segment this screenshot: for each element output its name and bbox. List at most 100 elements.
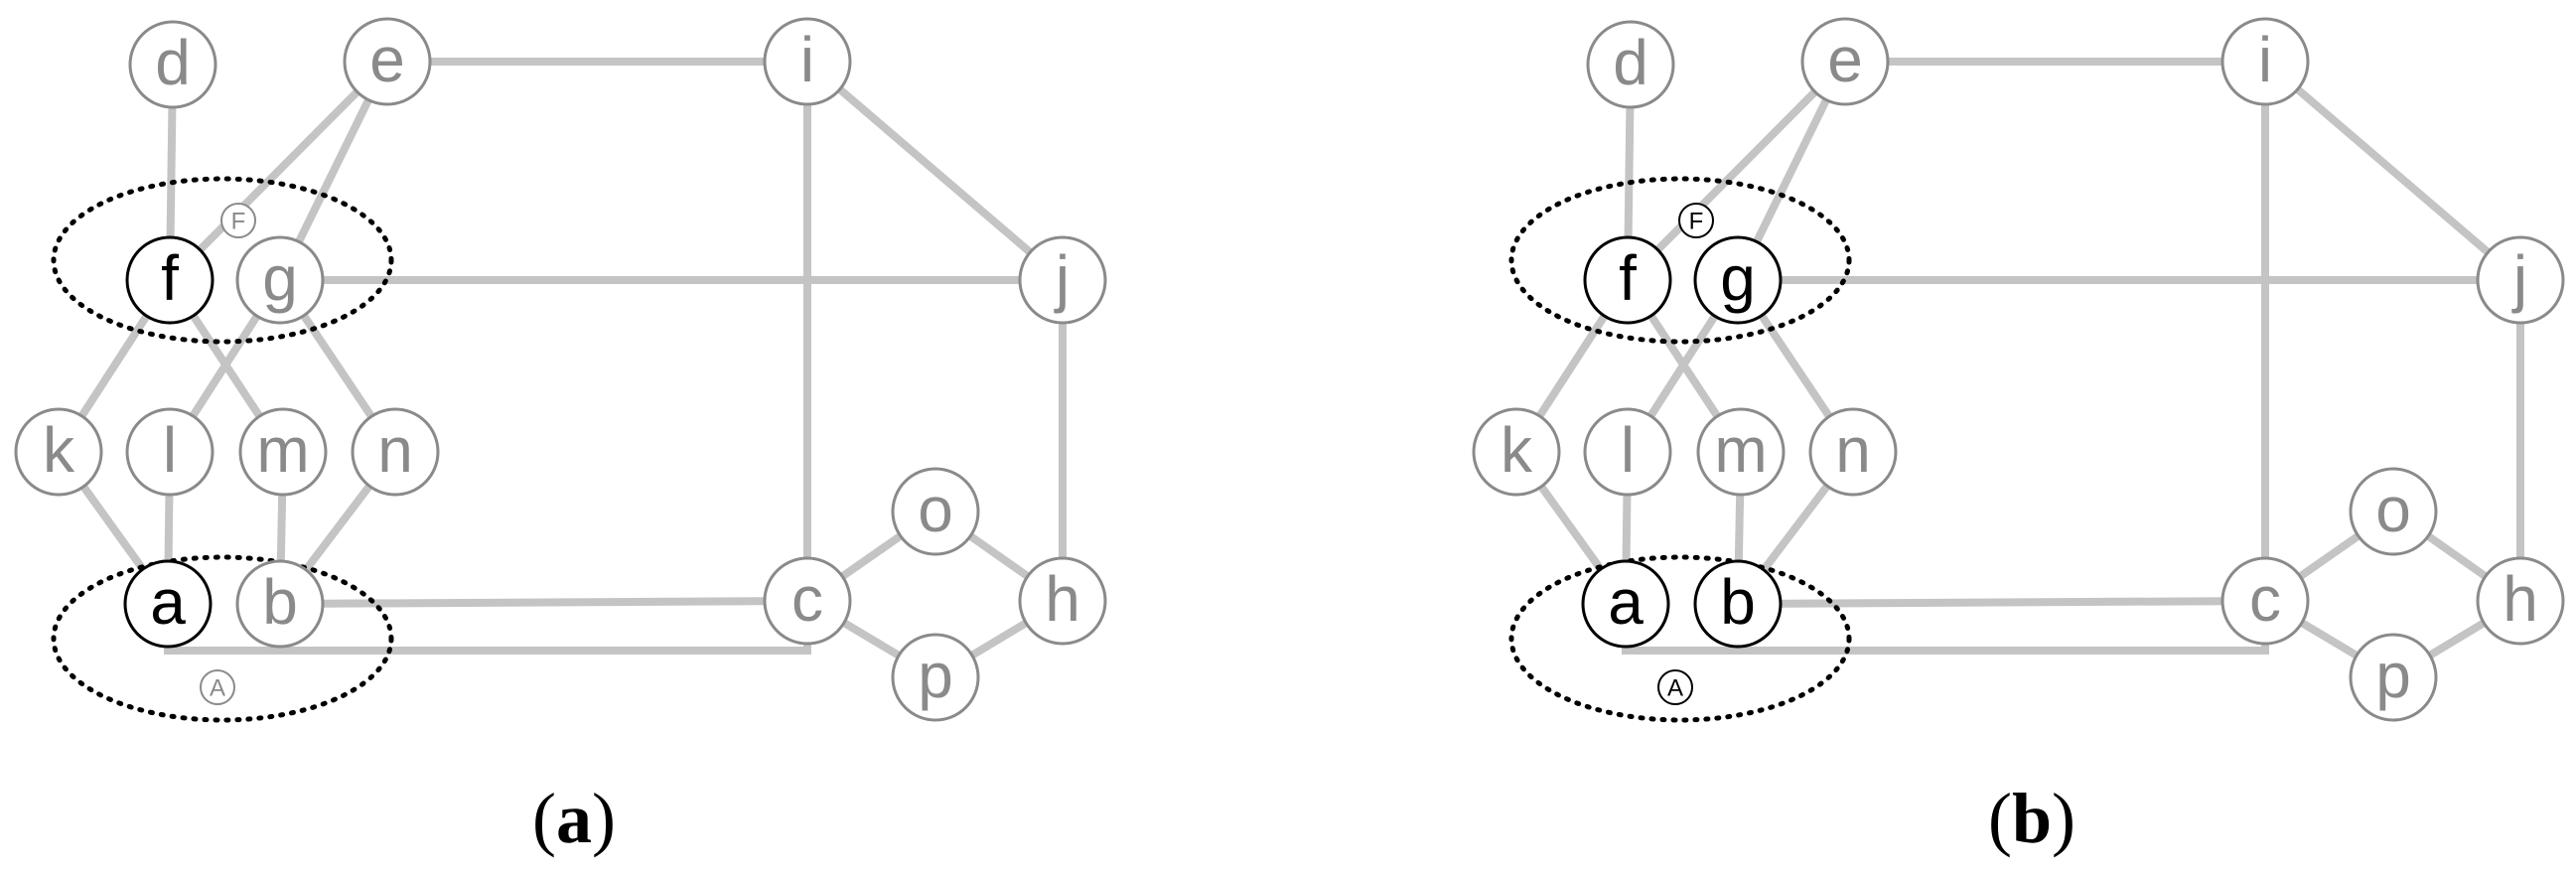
group-F-outline (51, 176, 394, 345)
node-j: j (2476, 235, 2565, 325)
node-m-circle (1696, 407, 1786, 497)
group-A-label: A (1667, 675, 1683, 702)
edge-i-j (803, 58, 1067, 284)
node-n: n (351, 407, 440, 497)
node-p: p (891, 633, 980, 722)
node-i: i (2220, 17, 2310, 106)
node-c-label: c (2249, 563, 2281, 635)
node-g: g (1693, 235, 1783, 325)
node-i-label: i (800, 24, 814, 95)
node-e-label: e (1827, 24, 1863, 95)
node-n-circle (351, 407, 440, 497)
node-l: l (125, 407, 215, 497)
node-m: m (1696, 407, 1786, 497)
group-F-mark (1678, 203, 1714, 238)
node-b-circle (235, 559, 325, 649)
caption-letter: a (556, 779, 592, 858)
node-c-circle (763, 556, 852, 646)
node-j: j (1018, 235, 1107, 325)
node-p-circle (891, 633, 980, 722)
edge-e-f (166, 58, 391, 284)
node-h: h (2476, 556, 2565, 646)
node-n-label: n (1835, 414, 1871, 486)
node-g-label: g (262, 242, 298, 314)
edge-b-c (1734, 597, 2269, 608)
node-p-label: p (2375, 640, 2411, 711)
node-k-circle (14, 407, 103, 497)
node-l-circle (125, 407, 215, 497)
node-l: l (1583, 407, 1672, 497)
group-F-mark (220, 203, 256, 238)
node-l-label: l (1621, 414, 1635, 486)
group-A-outline (51, 554, 394, 723)
caption-b: (b) (1988, 779, 2075, 858)
node-m: m (238, 407, 328, 497)
node-m-circle (238, 407, 328, 497)
node-d: d (128, 20, 217, 109)
node-f-circle (125, 235, 215, 325)
node-l-circle (1583, 407, 1672, 497)
group-layer: FA (1508, 176, 1852, 723)
caption-open: ( (532, 779, 556, 858)
node-p-label: p (918, 640, 953, 711)
node-a-circle (123, 559, 213, 649)
node-f-circle (1583, 235, 1672, 325)
node-j-label: j (1054, 242, 1070, 314)
node-b-label: b (262, 566, 298, 638)
node-o-label: o (2375, 474, 2411, 545)
group-A-mark (200, 669, 235, 705)
node-n: n (1808, 407, 1898, 497)
node-e: e (1800, 17, 1890, 106)
edge-b-c (276, 597, 811, 608)
node-i: i (763, 17, 852, 106)
group-F-outline (1508, 176, 1852, 345)
node-p: p (2349, 633, 2438, 722)
node-a: a (1581, 559, 1670, 649)
node-a-label: a (150, 566, 186, 638)
node-d: d (1586, 20, 1675, 109)
node-l-label: l (163, 414, 177, 486)
edge-layer (55, 58, 1067, 681)
node-d-label: d (155, 27, 191, 98)
node-e-circle (343, 17, 432, 106)
edge-a-c (1622, 641, 2269, 655)
node-f-label: f (161, 242, 179, 314)
node-d-circle (128, 20, 217, 109)
caption-open: ( (1988, 779, 2012, 858)
node-e: e (343, 17, 432, 106)
node-b: b (1693, 559, 1783, 649)
edge-e-f (1624, 58, 1849, 284)
node-k: k (14, 407, 103, 497)
group-F-label: F (231, 209, 246, 235)
node-n-label: n (377, 414, 413, 486)
node-j-circle (2476, 235, 2565, 325)
node-j-label: j (2511, 242, 2527, 314)
node-f: f (1583, 235, 1672, 325)
node-g-label: g (1720, 242, 1756, 314)
edge-a-c (164, 641, 811, 655)
node-m-label: m (256, 414, 309, 486)
group-A-outline (1508, 554, 1852, 723)
caption-close: ) (2052, 779, 2075, 858)
node-o-circle (891, 467, 980, 556)
node-k: k (1472, 407, 1561, 497)
node-b-circle (1693, 559, 1783, 649)
node-f: f (125, 235, 215, 325)
node-p-circle (2349, 633, 2438, 722)
node-h: h (1018, 556, 1107, 646)
node-n-circle (1808, 407, 1898, 497)
node-d-circle (1586, 20, 1675, 109)
node-c-label: c (791, 563, 823, 635)
node-o: o (891, 467, 980, 556)
node-i-circle (2220, 17, 2310, 106)
node-o: o (2349, 467, 2438, 556)
node-i-circle (763, 17, 852, 106)
edge-layer (1512, 58, 2524, 681)
node-b-label: b (1720, 566, 1756, 638)
node-a: a (123, 559, 213, 649)
node-k-circle (1472, 407, 1561, 497)
node-c: c (763, 556, 852, 646)
node-i-label: i (2258, 24, 2272, 95)
